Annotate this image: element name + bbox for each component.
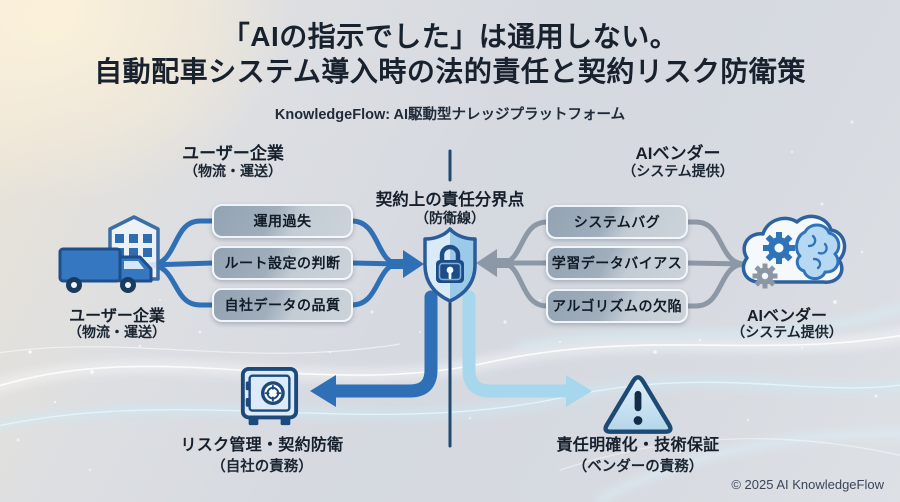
center-boundary-subheading: （防衛線） bbox=[415, 210, 485, 226]
shield-lock-icon bbox=[423, 227, 477, 303]
left-group-subheading: （物流・運送） bbox=[184, 163, 282, 179]
bottom-left-label-line1: リスク管理・契約防衛 bbox=[180, 437, 344, 454]
left-actor-label-line1: ユーザー企業 bbox=[69, 308, 165, 325]
right-actor-label-line2: （システム提供） bbox=[731, 324, 843, 340]
right-risk-item-3: アルゴリズムの欠陥 bbox=[546, 289, 688, 323]
warning-triangle-icon bbox=[603, 375, 673, 434]
building-truck-icon bbox=[58, 215, 160, 293]
page-subtitle: KnowledgeFlow: AI駆動型ナレッジプラットフォーム bbox=[274, 107, 626, 123]
right-group-subheading: （システム提供） bbox=[622, 163, 734, 179]
gear-blue bbox=[763, 232, 795, 264]
bottom-right-label-line2: （ベンダーの責務） bbox=[572, 459, 704, 475]
safe-vault-icon bbox=[240, 367, 299, 426]
right-risk-item-1: システムバグ bbox=[546, 205, 688, 239]
left-group-heading: ユーザー企業 bbox=[182, 144, 284, 163]
gear-gray bbox=[752, 263, 778, 289]
page-title-line2: 自動配車システム導入時の法的責任と契約リスク防衛策 bbox=[94, 56, 806, 87]
left-actor-label-line2: （物流・運送） bbox=[68, 324, 166, 340]
bottom-left-label-line2: （自社の責務） bbox=[211, 459, 313, 475]
bottom-right-label-line1: 責任明確化・技術保証 bbox=[556, 437, 720, 454]
left-risk-item-1: 運用過失 bbox=[212, 204, 353, 238]
copyright-text: © 2025 AI KnowledgeFlow bbox=[731, 477, 884, 492]
cloud-ai-brain-icon bbox=[741, 214, 847, 289]
left-risk-item-3: 自社データの品質 bbox=[212, 288, 353, 322]
right-risk-item-2: 学習データバイアス bbox=[546, 246, 688, 280]
center-boundary-heading: 契約上の責任分界点 bbox=[375, 191, 525, 209]
right-group-heading: AIベンダー bbox=[635, 144, 721, 163]
left-risk-item-2: ルート設定の判断 bbox=[212, 246, 353, 280]
page-title-line1: 「AIの指示でした」は通用しない。 bbox=[221, 21, 679, 52]
down-right-arrowhead-icon bbox=[566, 375, 592, 407]
